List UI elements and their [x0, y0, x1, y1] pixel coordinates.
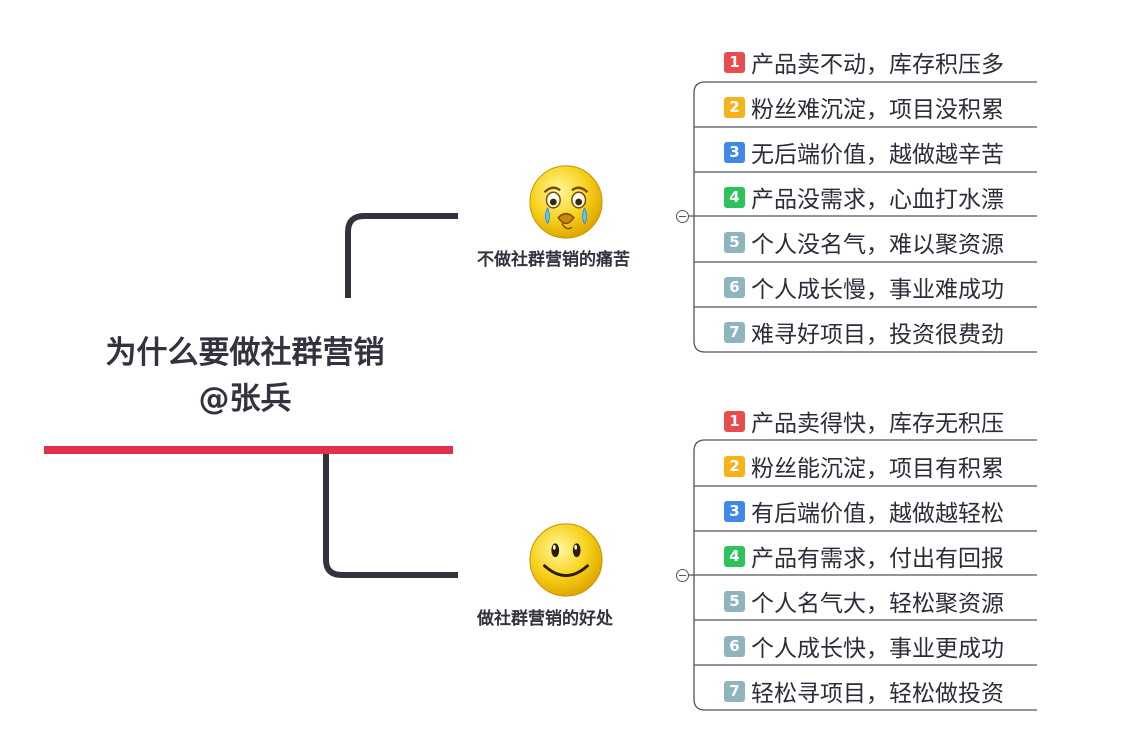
item-text: 有后端价值，越做越轻松 — [751, 501, 1004, 527]
priority-badge: 7 — [724, 680, 745, 702]
branch-2-item[interactable]: 5 个人名气大，轻松聚资源 — [724, 584, 1004, 618]
item-text: 产品没需求，心血打水漂 — [751, 187, 1004, 213]
priority-badge: 7 — [724, 321, 745, 343]
priority-badge: 6 — [724, 276, 745, 298]
branch-1-item[interactable]: 5 个人没名气，难以聚资源 — [724, 225, 1004, 259]
item-text: 产品卖得快，库存无积压 — [751, 411, 1004, 437]
branch-1-item[interactable]: 7 难寻好项目，投资很费劲 — [724, 315, 1004, 349]
branch-2-item[interactable]: 3 有后端价值，越做越轻松 — [724, 494, 1004, 528]
item-text: 产品有需求，付出有回报 — [751, 546, 1004, 572]
item-text: 难寻好项目，投资很费劲 — [751, 322, 1004, 348]
crying-face-icon — [529, 165, 603, 239]
branch-1-item[interactable]: 3 无后端价值，越做越辛苦 — [724, 135, 1004, 169]
priority-badge: 5 — [724, 590, 745, 612]
branch-2-connectors — [689, 439, 1037, 711]
priority-badge: 3 — [724, 141, 745, 163]
branch-1-item[interactable]: 1 产品卖不动，库存积压多 — [724, 45, 1004, 79]
priority-badge: 1 — [724, 410, 745, 432]
branch-2-item[interactable]: 2 粉丝能沉淀，项目有积累 — [724, 449, 1004, 483]
item-text: 粉丝难沉淀，项目没积累 — [751, 97, 1004, 123]
branch-2-item[interactable]: 1 产品卖得快，库存无积压 — [724, 404, 1004, 438]
priority-badge: 6 — [724, 635, 745, 657]
branch-2-item[interactable]: 7 轻松寻项目，轻松做投资 — [724, 674, 1004, 708]
branch-2-item[interactable]: 6 个人成长快，事业更成功 — [724, 629, 1004, 663]
item-text: 个人成长快，事业更成功 — [751, 636, 1004, 662]
branch-1-item[interactable]: 2 粉丝难沉淀，项目没积累 — [724, 90, 1004, 124]
branch-1-item[interactable]: 6 个人成长慢，事业难成功 — [724, 270, 1004, 304]
priority-badge: 2 — [724, 455, 745, 477]
branch-1-collapse-toggle[interactable] — [676, 210, 689, 223]
priority-badge: 2 — [724, 96, 745, 118]
priority-badge: 4 — [724, 186, 745, 208]
branch-2-collapse-toggle[interactable] — [676, 569, 689, 582]
central-topic[interactable]: 为什么要做社群营销 @张兵 — [60, 330, 430, 422]
branch-2-label[interactable]: 做社群营销的好处 — [477, 609, 613, 629]
branch-1-label[interactable]: 不做社群营销的痛苦 — [477, 250, 630, 270]
priority-badge: 3 — [724, 500, 745, 522]
branch-1-connectors — [689, 81, 1037, 353]
central-underline — [44, 446, 453, 454]
item-text: 产品卖不动，库存积压多 — [751, 52, 1004, 78]
central-topic-title: 为什么要做社群营销 — [105, 335, 385, 371]
priority-badge: 5 — [724, 231, 745, 253]
branch-2-item[interactable]: 4 产品有需求，付出有回报 — [724, 539, 1004, 573]
central-topic-author: @张兵 — [198, 381, 292, 417]
branch-connector-bottom — [323, 454, 458, 578]
priority-badge: 4 — [724, 545, 745, 567]
priority-badge: 1 — [724, 51, 745, 73]
smiley-face-icon — [529, 523, 603, 597]
branch-connector-top — [345, 213, 458, 298]
item-text: 粉丝能沉淀，项目有积累 — [751, 456, 1004, 482]
item-text: 个人名气大，轻松聚资源 — [751, 591, 1004, 617]
item-text: 轻松寻项目，轻松做投资 — [751, 681, 1004, 707]
item-text: 个人没名气，难以聚资源 — [751, 232, 1004, 258]
branch-1-item[interactable]: 4 产品没需求，心血打水漂 — [724, 180, 1004, 214]
item-text: 个人成长慢，事业难成功 — [751, 277, 1004, 303]
item-text: 无后端价值，越做越辛苦 — [751, 142, 1004, 168]
